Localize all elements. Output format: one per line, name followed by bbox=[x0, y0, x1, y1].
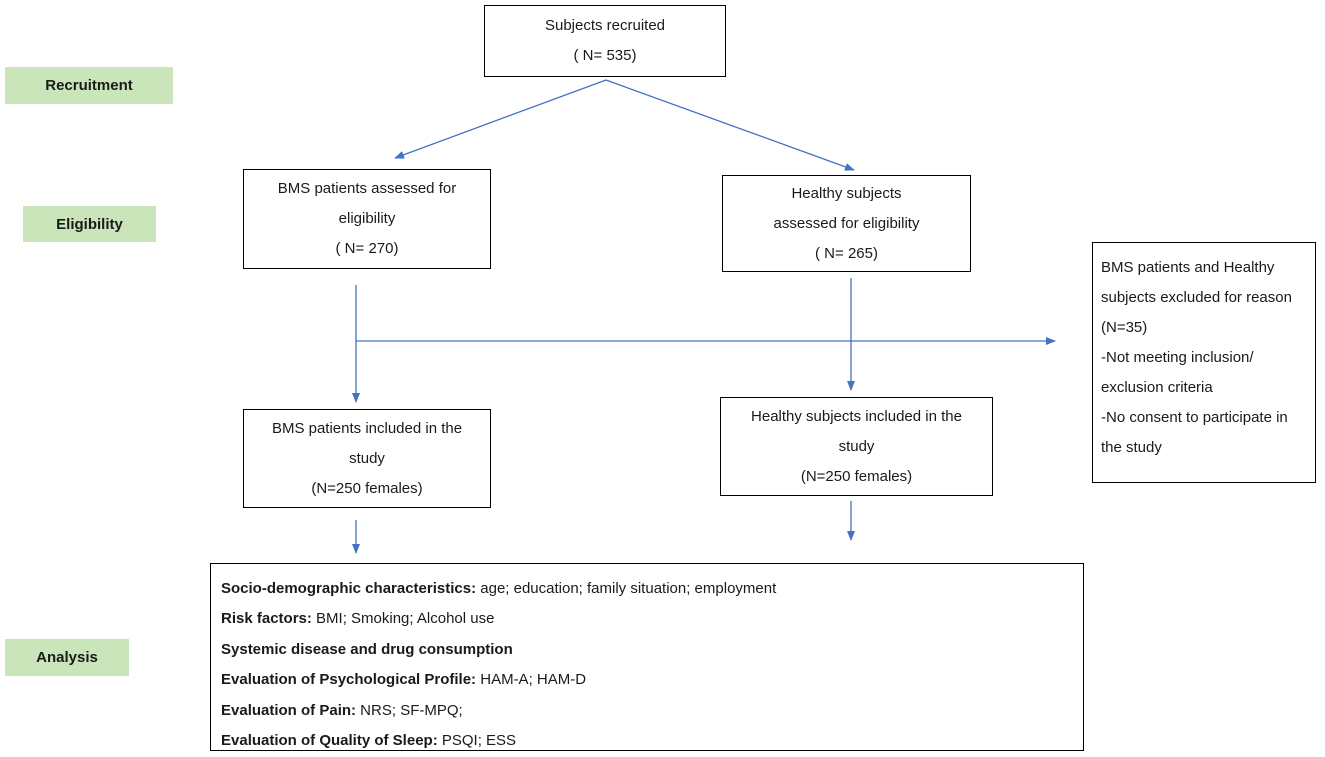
excluded-reason-2b: the study bbox=[1101, 439, 1162, 456]
analysis-row: Evaluation of Psychological Profile: HAM… bbox=[221, 665, 1073, 695]
healthy-included-box: Healthy subjects included in the study (… bbox=[720, 397, 993, 496]
bms-included-line-1: BMS patients included in the bbox=[271, 419, 463, 437]
analysis-label: Risk factors: bbox=[221, 610, 312, 628]
analysis-row: Socio-demographic characteristics: age; … bbox=[221, 574, 1073, 604]
healthy-assessed-count: ( N= 265) bbox=[815, 244, 878, 262]
healthy-included-line-2: study bbox=[838, 437, 875, 455]
bms-assessed-line-1: BMS patients assessed for bbox=[277, 180, 457, 197]
bms-assessed-line-2: eligibility bbox=[338, 210, 396, 227]
healthy-included-count: (N=250 females) bbox=[800, 467, 913, 485]
analysis-value: HAM-A; HAM-D bbox=[476, 671, 587, 689]
analysis-label: Systemic disease and drug consumption bbox=[221, 640, 513, 658]
analysis-label: Evaluation of Psychological Profile: bbox=[221, 671, 477, 689]
analysis-value: age; education; family situation; employ… bbox=[476, 580, 777, 597]
analysis-row: Systemic disease and drug consumption bbox=[221, 635, 1073, 665]
recruited-box: Subjects recruited ( N= 535) bbox=[484, 5, 726, 77]
excluded-line-2: subjects excluded for reason bbox=[1101, 289, 1292, 306]
arrow-recruited-to-bms bbox=[394, 79, 607, 159]
bms-assessed-count: ( N= 270) bbox=[335, 240, 399, 257]
healthy-assessed-line-1: Healthy subjects bbox=[791, 184, 902, 202]
analysis-label: Evaluation of Quality of Sleep: bbox=[221, 731, 438, 749]
bms-assessed-box: BMS patients assessed for eligibility ( … bbox=[243, 169, 491, 269]
bms-included-box: BMS patients included in the study (N=25… bbox=[243, 409, 491, 508]
analysis-value: BMI; Smoking; Alcohol use bbox=[311, 610, 495, 628]
arrow-recruited-to-healthy bbox=[605, 79, 855, 171]
excluded-count: (N=35) bbox=[1101, 319, 1148, 336]
analysis-row: Evaluation of Pain: NRS; SF-MPQ; bbox=[221, 696, 1073, 726]
excluded-reason-1b: exclusion criteria bbox=[1101, 379, 1213, 396]
healthy-assessed-line-2: assessed for eligibility bbox=[773, 214, 920, 232]
analysis-row: Risk factors: BMI; Smoking; Alcohol use bbox=[221, 604, 1073, 634]
excluded-box: BMS patients and Healthy subjects exclud… bbox=[1092, 242, 1316, 483]
analysis-value: PSQI; ESS bbox=[437, 731, 517, 749]
excluded-line-1: BMS patients and Healthy bbox=[1101, 259, 1275, 276]
analysis-label: Socio-demographic characteristics: bbox=[221, 580, 477, 597]
analysis-value: NRS; SF-MPQ; bbox=[356, 701, 463, 719]
bms-included-line-2: study bbox=[349, 449, 385, 467]
analysis-label: Evaluation of Pain: bbox=[221, 701, 357, 719]
analysis-box: Socio-demographic characteristics: age; … bbox=[210, 563, 1084, 751]
stage-analysis-label: Analysis bbox=[5, 639, 129, 676]
stage-eligibility-label: Eligibility bbox=[23, 206, 156, 242]
recruited-count: ( N= 535) bbox=[573, 47, 637, 64]
excluded-reason-2a: -No consent to participate in bbox=[1101, 409, 1288, 426]
recruited-title: Subjects recruited bbox=[544, 17, 666, 34]
stage-recruitment-label: Recruitment bbox=[5, 67, 173, 104]
healthy-included-line-1: Healthy subjects included in the bbox=[751, 407, 962, 425]
analysis-row: Evaluation of Quality of Sleep: PSQI; ES… bbox=[221, 726, 1073, 756]
healthy-assessed-box: Healthy subjects assessed for eligibilit… bbox=[722, 175, 971, 272]
excluded-reason-1a: -Not meeting inclusion/ bbox=[1101, 349, 1254, 366]
bms-included-count: (N=250 females) bbox=[311, 479, 423, 497]
